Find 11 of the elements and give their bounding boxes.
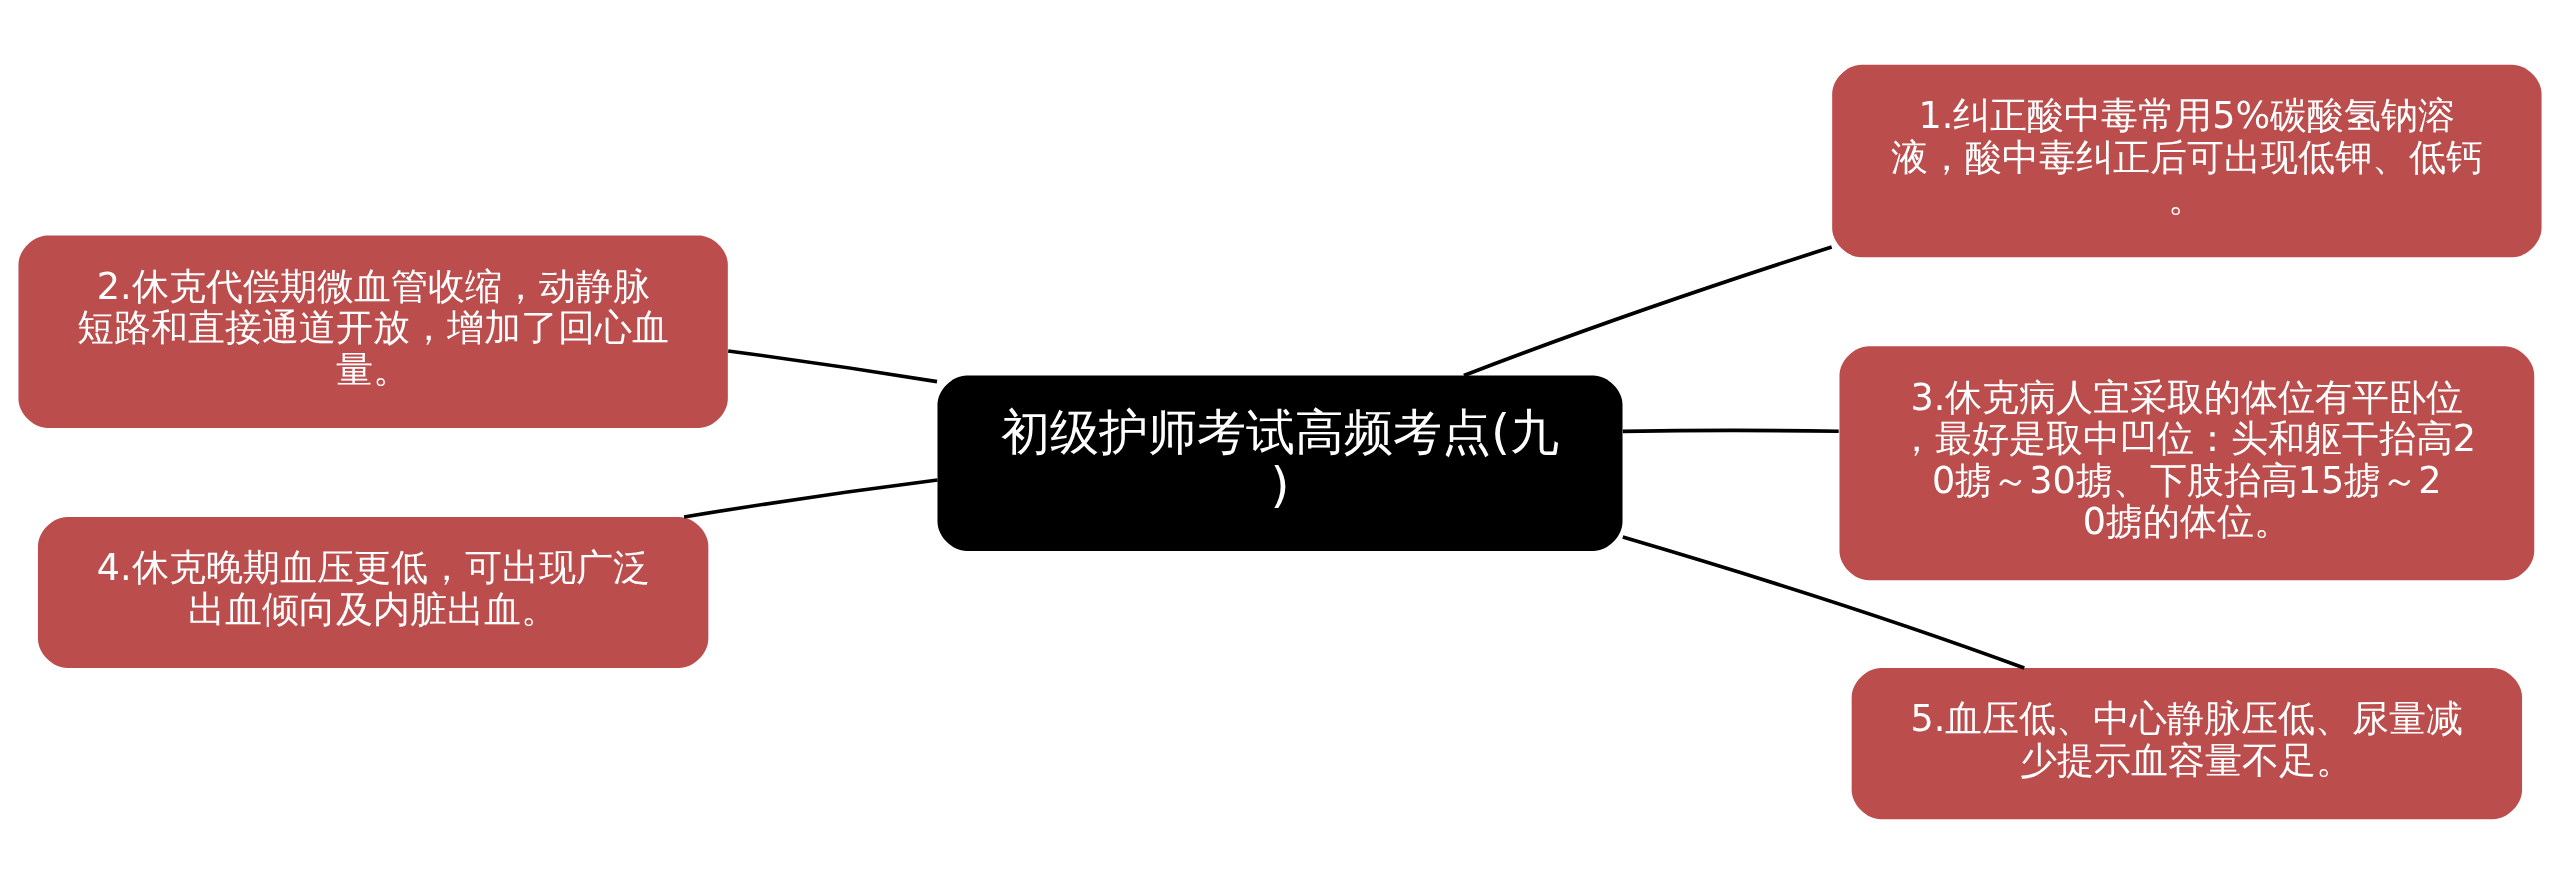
node-box: 1.纠正酸中毒常用5%碳酸氢钠溶液，酸中毒纠正后可出现低钾、低钙。 [1832,64,2542,257]
connector [683,477,938,519]
node-box: 5.血压低、中心静脉压低、尿量减少提示血容量不足。 [1851,667,2523,819]
connector [1622,534,2025,670]
node-box: 初级护师考试高频考点(九) [937,375,1623,551]
node-box: 4.休克晚期血压更低，可出现广泛出血倾向及内脏出血。 [37,516,709,668]
node-box: 3.休克病人宜采取的体位有平卧位，最好是取中凹位：头和躯干抬高20掳～30掳、下肢抬高15掳～20掳的体位。 [1839,345,2535,580]
connector [1463,244,1833,377]
connector [727,348,938,383]
node-box: 2.休克代偿期微血管收缩，动静脉短路和直接通道开放，增加了回心血量。 [18,234,728,428]
connector [1622,428,1839,433]
